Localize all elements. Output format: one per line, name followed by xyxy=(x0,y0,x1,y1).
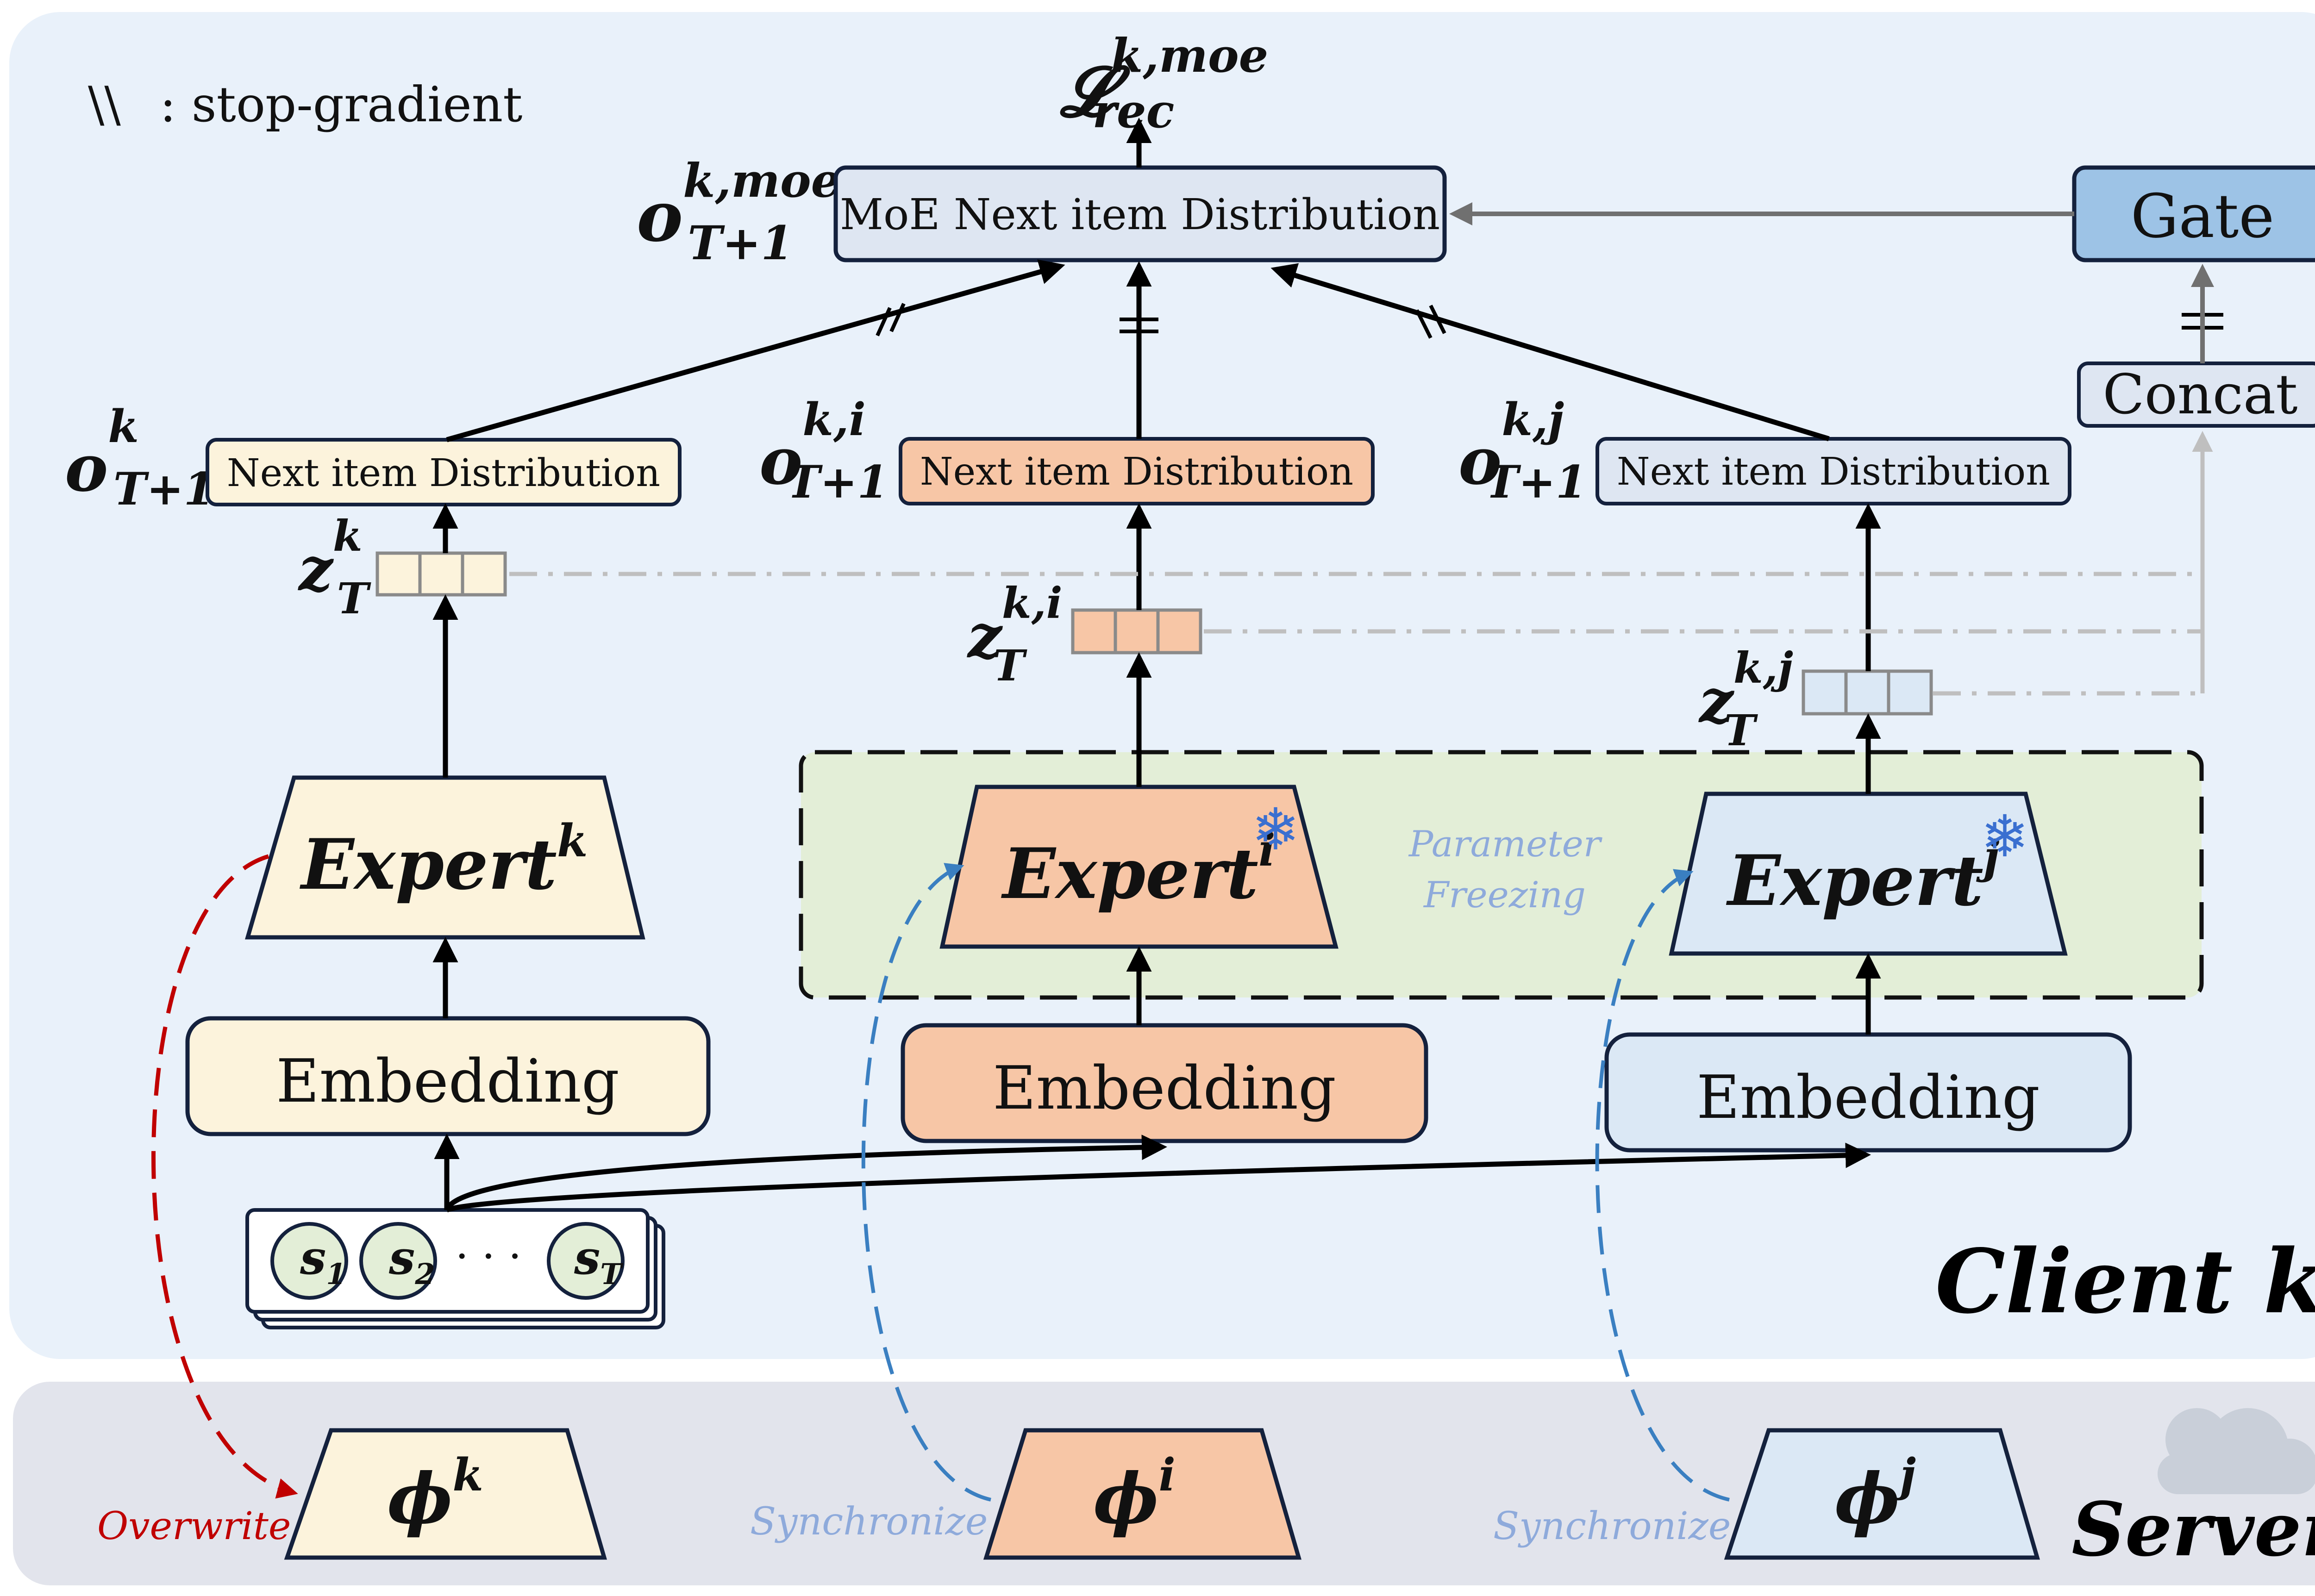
server-param-i-label: ϕi xyxy=(1093,1449,1176,1540)
expert-k-label: Expertk xyxy=(300,815,588,905)
server-param-k xyxy=(284,1428,607,1560)
overwrite-arrow xyxy=(151,854,298,1499)
latent-vector-j xyxy=(1802,669,1933,716)
server-param-j-label: ϕj xyxy=(1834,1449,1916,1540)
client-label: Client k xyxy=(1935,1230,2315,1333)
sequence-item xyxy=(359,1222,437,1300)
latent-to-concat-links xyxy=(509,572,2202,696)
server-param-j xyxy=(1724,1428,2040,1560)
sequence-item-label: sT xyxy=(574,1230,623,1291)
next-item-label-i: Next item Distribution xyxy=(920,450,1353,494)
parameter-freezing-label: Parameter xyxy=(1408,823,1603,865)
next-item-label-j: Next item Distribution xyxy=(1617,450,2050,494)
expert-i-block xyxy=(939,785,1339,949)
embedding-i-label: Embedding xyxy=(993,1054,1336,1123)
input-sequence: s1 s2 · · · sT xyxy=(245,1208,665,1329)
embedding-k-label: Embedding xyxy=(276,1047,619,1116)
moe-distribution-label: MoE Next item Distribution xyxy=(840,190,1440,239)
sequence-ellipsis: · · · xyxy=(455,1232,521,1281)
synchronize-label-j: Synchronize xyxy=(1493,1504,1731,1548)
synchronize-arrow-i xyxy=(861,863,991,1502)
expert-i-label: Experti xyxy=(1001,824,1276,915)
latent-vector-k xyxy=(375,551,507,597)
expert-j-block xyxy=(1669,792,2068,956)
stop-gradient-symbol: \\ xyxy=(88,76,121,133)
synchronize-label-i: Synchronize xyxy=(750,1500,988,1544)
gate-label: Gate xyxy=(2131,181,2275,251)
sequence-item xyxy=(547,1222,625,1300)
sequence-item-label: s2 xyxy=(388,1230,435,1291)
embedding-j-label: Embedding xyxy=(1696,1063,2040,1132)
sequence-item xyxy=(270,1222,348,1300)
expert-k-block xyxy=(245,775,645,940)
snowflake-icon: ❄ xyxy=(1251,796,1300,863)
next-item-box-j xyxy=(1595,437,2071,505)
next-item-label-k: Next item Distribution xyxy=(227,451,660,495)
snowflake-icon: ❄ xyxy=(1981,803,2029,870)
expert-j-label: Expertj xyxy=(1726,831,1999,922)
server-param-i xyxy=(983,1428,1301,1560)
server-param-k-label: ϕk xyxy=(387,1449,483,1540)
sequence-item-label: s1 xyxy=(300,1230,346,1291)
overwrite-label: Overwrite xyxy=(97,1504,291,1548)
stop-gradient-legend: : stop-gradient xyxy=(160,76,523,133)
synchronize-arrow-j xyxy=(1595,869,1730,1502)
server-label: Server xyxy=(2071,1486,2315,1573)
cloud-icon xyxy=(2158,1408,2315,1494)
latent-vector-i xyxy=(1071,608,1202,655)
concat-label: Concat xyxy=(2102,362,2297,426)
parameter-freezing-label: Freezing xyxy=(1423,874,1586,916)
dataflow-arrows xyxy=(432,118,1881,1213)
